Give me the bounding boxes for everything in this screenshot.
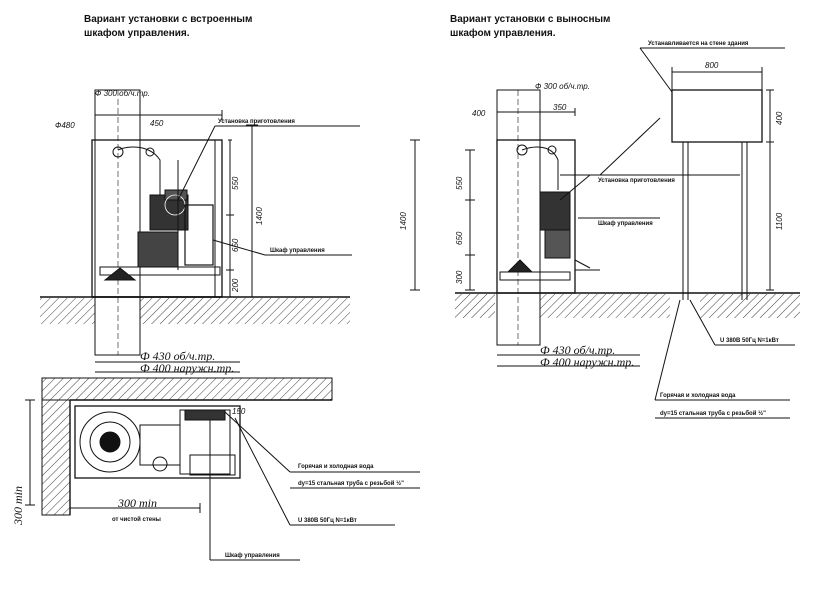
- label-from-wall: от чистой стены: [112, 516, 161, 523]
- label-pipe-right: dу=15 стальная труба с резьбой ½": [660, 410, 766, 417]
- label-cabinet-left: Шкаф управления: [270, 247, 325, 254]
- dim-150: 150: [232, 407, 246, 416]
- left-title-line1: Вариант установки с встроенным: [84, 14, 252, 25]
- label-pipe-left: dу=15 стальная труба с резьбой ½": [298, 480, 404, 487]
- label-wall-mount: Устанавливается на стене здания: [648, 41, 749, 47]
- right-elevation: [410, 47, 800, 419]
- label-water-right: Горячая и холодная вода: [660, 393, 736, 399]
- dim-450: 450: [150, 119, 164, 128]
- dim-480: Ф480: [55, 121, 75, 130]
- dim-350: 350: [553, 103, 567, 112]
- dim-min300-left: 300 min: [11, 486, 25, 526]
- label-power-left: U 380В 50Гц N=1кВт: [298, 518, 357, 524]
- dim-550-left: 550: [231, 176, 240, 190]
- right-title-line1: Вариант установки с выносным: [450, 14, 610, 25]
- dim-1400-left: 1400: [255, 207, 264, 225]
- dim-d430-left: Ф 430 об/ч.тр.: [140, 349, 215, 363]
- dim-300-right: 300: [455, 270, 464, 284]
- dim-d300-right: Ф 300 об/ч.тр.: [535, 82, 590, 91]
- dim-1400-right: 1400: [399, 212, 408, 230]
- dim-d300-left: Ф 300 об/ч.тр.: [95, 89, 150, 98]
- label-cabinet-plan: Шкаф управления: [225, 552, 280, 559]
- dim-d430-right: Ф 430 об/ч.тр.: [540, 343, 615, 357]
- label-water-left: Горячая и холодная вода: [298, 464, 374, 470]
- label-cabinet-right: Шкаф управления: [598, 220, 653, 227]
- label-pump-left: Установка приготовления: [218, 119, 295, 125]
- dim-650-right: 650: [455, 231, 464, 245]
- dim-800: 800: [705, 61, 719, 70]
- dim-1100: 1100: [775, 212, 784, 230]
- left-elevation: [40, 89, 360, 373]
- left-plan: [25, 377, 420, 561]
- dim-d400-left: Ф 400 наружн.тр.: [140, 361, 234, 375]
- dim-d400-right: Ф 400 наружн.тр.: [540, 355, 634, 369]
- dim-400-right: 400: [472, 109, 486, 118]
- label-pump-right: Установка приготовления: [598, 178, 675, 184]
- dim-400-cabinet: 400: [775, 111, 784, 125]
- right-title-line2: шкафом управления.: [450, 27, 556, 39]
- dim-200-left: 200: [231, 278, 240, 293]
- dim-min300-bottom: 300 min: [117, 496, 157, 510]
- dim-550-right: 550: [455, 176, 464, 190]
- dim-650-left: 650: [231, 238, 240, 252]
- left-title-line2: шкафом управления.: [84, 27, 190, 39]
- label-power-right: U 380В 50Гц N=1кВт: [720, 338, 779, 344]
